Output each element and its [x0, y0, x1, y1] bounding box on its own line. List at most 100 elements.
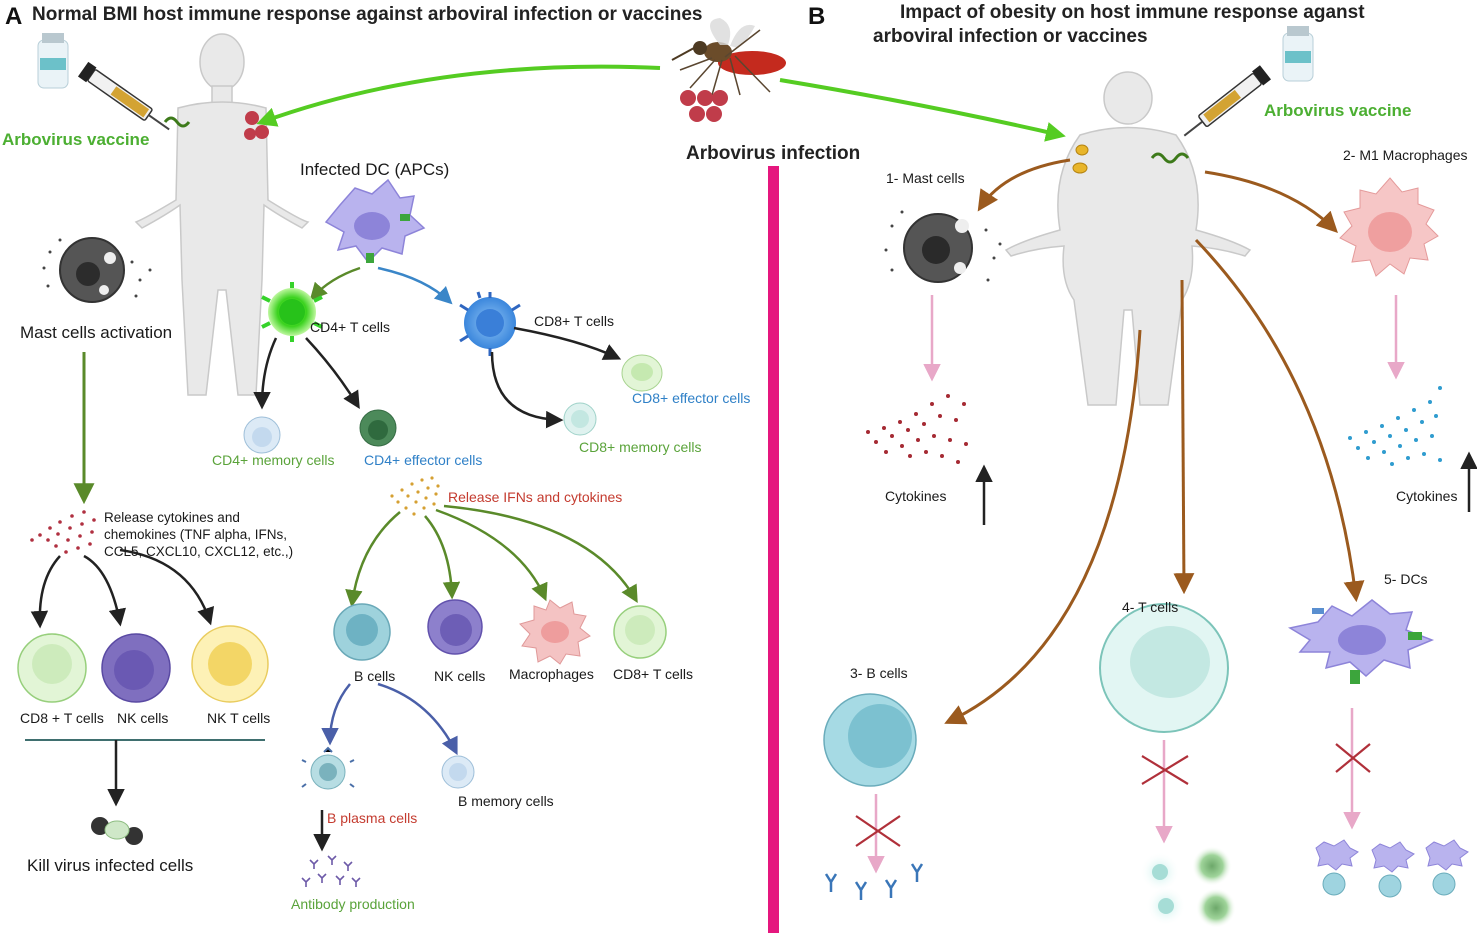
syringe-right	[1183, 65, 1272, 137]
b-memory-cell	[441, 755, 475, 789]
arrow-cd8-to-effector	[513, 326, 622, 360]
arrow-ifn-to-nk	[424, 515, 461, 600]
infection-arrow-left	[256, 64, 661, 127]
cd8-t-cell	[459, 291, 521, 356]
arrow-b-to-plasma	[321, 683, 351, 746]
arrow-cd8-to-memory	[490, 351, 564, 429]
vaccine-label-a: Arbovirus vaccine	[2, 130, 150, 149]
nk-cells-left-label: NK cells	[117, 710, 169, 726]
arrow-cyto-to-nkt	[119, 548, 215, 626]
panel-a-letter: A	[5, 3, 23, 30]
b-plasma-label: B plasma cells	[327, 810, 418, 826]
dcs-b-label: 5- DCs	[1384, 571, 1428, 587]
cytokines-right-label: Cytokines	[1396, 488, 1458, 504]
nk-cells-label: NK cells	[434, 668, 486, 684]
cross-b	[855, 815, 901, 847]
t-cells-b-label: 4- T cells	[1122, 599, 1179, 615]
antibody-label: Antibody production	[291, 896, 415, 912]
panel-b-title-line2: arboviral infection or vaccines	[873, 26, 1148, 47]
mast-cells-b-label: 1- Mast cells	[886, 170, 965, 186]
cd8-effector-label: CD8+ effector cells	[632, 390, 751, 406]
release-ifns-label: Release IFNs and cytokines	[448, 489, 623, 505]
vaccine-vial-left	[37, 33, 69, 89]
panel-b-title-line1: Impact of obesity on host immune respons…	[900, 2, 1365, 23]
vaccine-virus-right	[1150, 152, 1190, 164]
mast-activation-label: Mast cells activation	[20, 323, 173, 342]
syringe-left	[77, 61, 170, 131]
arrow-dc-to-cd4	[309, 266, 361, 301]
arrow-to-dcs-b	[1194, 238, 1365, 603]
b-cell-a	[333, 603, 391, 661]
arrow-cd4-to-memory	[253, 337, 278, 410]
cytokine-dots-b-right	[1348, 386, 1442, 466]
vaccine-vial-right	[1282, 26, 1314, 82]
arrow-b-to-memory	[377, 682, 458, 756]
cd4-t-cell	[261, 282, 323, 342]
m1-macrophages-label: 2- M1 Macrophages	[1343, 147, 1468, 163]
cd8-t-label: CD8+ T cells	[534, 313, 615, 329]
cd4-memory-cell	[243, 416, 281, 454]
cd4-memory-label: CD4+ memory cells	[212, 452, 335, 468]
arrow-to-m1-mac	[1204, 170, 1338, 233]
cd8-effector-cell	[621, 354, 663, 392]
mast-cell-b	[884, 210, 1002, 283]
cross-t	[1141, 755, 1189, 785]
b-cells-label: B cells	[354, 668, 396, 684]
cytokine-dots-b-left	[866, 394, 968, 464]
normal-bmi-human	[134, 33, 310, 396]
dc-cell-b	[1287, 599, 1435, 684]
b-cells-b-label: 3- B cells	[850, 665, 908, 681]
cd8-t-cell-a-bottom	[613, 605, 667, 659]
cytokines-left-label: Cytokines	[885, 488, 947, 504]
vaccine-virus-left	[163, 116, 191, 128]
cd8-plus-t-label: CD8 + T cells	[20, 710, 104, 726]
mosquito-illustration	[671, 18, 786, 96]
b-cell-b	[823, 693, 917, 787]
release-cytokines-label: Release cytokines and chemokines (TNF al…	[104, 510, 294, 559]
arrow-cyto-to-cd8	[30, 555, 61, 629]
arrow-to-t-cells-b	[1173, 279, 1195, 595]
cross-dc	[1335, 743, 1371, 773]
b-memory-label: B memory cells	[458, 793, 554, 809]
vaccine-label-b: Arbovirus vaccine	[1264, 101, 1412, 120]
nk-t-cells-label: NK T cells	[207, 710, 271, 726]
cd8-plus-t-cell-big	[17, 633, 87, 703]
infection-arrow-right	[779, 78, 1066, 142]
nk-cell-a	[427, 599, 483, 655]
cd8-t-right-label: CD8+ T cells	[613, 666, 694, 682]
obese-human	[1004, 71, 1252, 406]
arrow-cyto-to-nk	[83, 554, 126, 627]
cd8-memory-cell	[563, 402, 597, 436]
arrow-to-b-cells-b	[944, 329, 1142, 725]
virus-on-obese-shoulder	[1072, 144, 1089, 174]
panel-a-title: Normal BMI host immune response against …	[32, 4, 703, 25]
macrophage-a	[519, 599, 591, 665]
macrophages-label: Macrophages	[509, 666, 594, 682]
cd4-effector-label: CD4+ effector cells	[364, 452, 483, 468]
ifn-dots	[390, 476, 440, 516]
arrow-ifn-to-cd8	[443, 504, 638, 604]
arrow-dc-to-cd8	[377, 266, 453, 305]
nk-cell-big	[101, 633, 171, 703]
b-plasma-cell	[301, 746, 355, 790]
virus-on-shoulder	[244, 111, 269, 140]
arbovirus-infection-label: Arbovirus infection	[686, 143, 861, 164]
nk-t-cell-big	[191, 625, 269, 703]
mast-cell-a	[42, 237, 152, 303]
arrow-ifn-to-mac	[435, 508, 548, 602]
cytokine-dots-a	[30, 510, 96, 554]
arrow-cd4-to-effector	[305, 337, 360, 409]
arrow-ifn-to-b	[345, 511, 401, 608]
m1-macrophage-b	[1339, 177, 1439, 277]
panel-b-letter: B	[808, 3, 826, 30]
dc-t-cell-pairs	[1315, 839, 1469, 898]
virus-particles-mosquito	[680, 90, 728, 122]
infected-dc-cell	[324, 178, 426, 264]
cd8-memory-label: CD8+ memory cells	[579, 439, 702, 455]
cd4-effector-cell	[359, 409, 397, 447]
infected-dc-label: Infected DC (APCs)	[300, 160, 450, 179]
cd4-t-label: CD4+ T cells	[310, 319, 391, 335]
kill-infected-icon	[91, 817, 143, 845]
